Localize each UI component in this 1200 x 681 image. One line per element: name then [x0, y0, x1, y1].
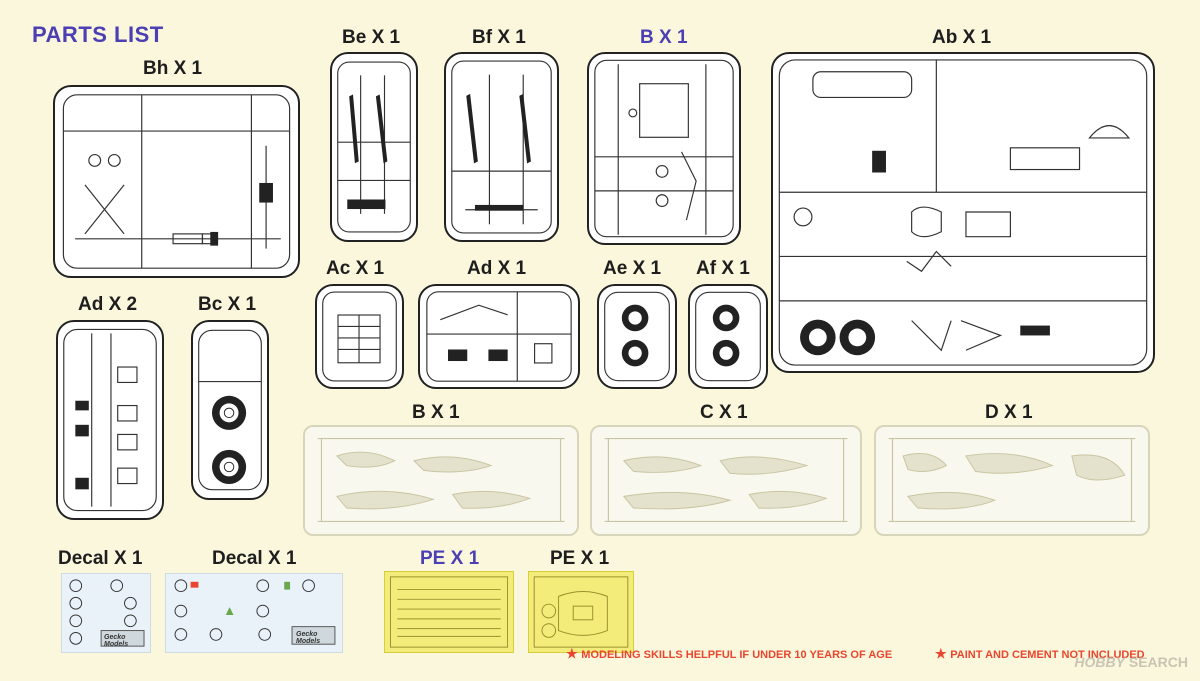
decal-sheet-2: Gecko Models	[165, 573, 343, 653]
pe-2-label: PE X 1	[550, 548, 610, 569]
clear-sprue-d	[874, 425, 1150, 536]
sprue-b-drawing	[594, 59, 734, 238]
pe-1-label: PE X 1	[420, 548, 480, 569]
sprue-ab-drawing	[778, 59, 1148, 366]
pe-sheet-2	[528, 571, 634, 653]
sprue-bc-label: Bc X 1	[198, 294, 257, 315]
page-title: PARTS LIST	[32, 22, 164, 47]
clear-sprue-c-drawing	[604, 437, 848, 523]
note-paint: ★ PAINT AND CEMENT NOT INCLUDED	[935, 646, 1145, 661]
sprue-ac-label: Ac X 1	[326, 258, 385, 279]
decal-1-label: Decal X 1	[58, 548, 143, 569]
watermark: HOBBY SEARCH	[1074, 654, 1188, 670]
sprue-bf	[444, 52, 559, 242]
sprue-bf-label: Bf X 1	[472, 27, 526, 48]
note-skills: ★ MODELING SKILLS HELPFUL IF UNDER 10 YE…	[566, 646, 893, 661]
sprue-af-drawing	[695, 291, 761, 382]
clear-sprue-b-drawing	[317, 437, 565, 523]
star-icon: ★	[935, 646, 951, 661]
sprue-bf-drawing	[451, 60, 552, 234]
sprue-ab	[771, 52, 1155, 373]
sprue-bh	[53, 85, 300, 278]
sprue-af	[688, 284, 768, 389]
sprue-bh-label: Bh X 1	[143, 58, 203, 79]
sprue-ab-label: Ab X 1	[932, 27, 992, 48]
pe-sheet-2-drawing	[533, 576, 629, 648]
clear-sprue-b-label: B X 1	[412, 402, 460, 423]
sprue-ae	[597, 284, 677, 389]
sprue-bc-drawing	[198, 329, 262, 491]
sprue-be-label: Be X 1	[342, 27, 401, 48]
sprue-ad2-label: Ad X 2	[78, 294, 138, 315]
star-icon: ★	[566, 646, 582, 661]
sprue-be-drawing	[337, 61, 411, 233]
clear-sprue-d-drawing	[888, 437, 1136, 523]
sprue-ae-label: Ae X 1	[603, 258, 662, 279]
sprue-ad1	[418, 284, 580, 389]
decal-sheet-1-drawing	[69, 579, 145, 647]
clear-sprue-c-label: C X 1	[700, 402, 748, 423]
pe-sheet-1-drawing	[389, 576, 509, 648]
sprue-be	[330, 52, 418, 242]
decal-sheet-1: Gecko Models	[61, 573, 151, 653]
decal-2-brand: Gecko Models	[296, 631, 321, 645]
clear-sprue-b	[303, 425, 579, 536]
sprue-ad1-drawing	[426, 291, 572, 382]
sprue-ad2	[56, 320, 164, 520]
decal-2-label: Decal X 1	[212, 548, 297, 569]
sprue-ac-drawing	[322, 291, 397, 382]
sprue-af-label: Af X 1	[696, 258, 750, 279]
sprue-ad1-label: Ad X 1	[467, 258, 527, 279]
sprue-b	[587, 52, 741, 245]
sprue-ac	[315, 284, 404, 389]
sprue-b-label: B X 1	[640, 27, 688, 48]
sprue-ad2-drawing	[63, 328, 157, 512]
decal-1-brand: Gecko Models	[104, 634, 129, 648]
sprue-bh-drawing	[62, 94, 291, 269]
pe-sheet-1	[384, 571, 514, 653]
sprue-ae-drawing	[604, 291, 670, 382]
decal-sheet-2-drawing	[174, 579, 336, 645]
clear-sprue-c	[590, 425, 862, 536]
clear-sprue-d-label: D X 1	[985, 402, 1033, 423]
sprue-bc	[191, 320, 269, 500]
